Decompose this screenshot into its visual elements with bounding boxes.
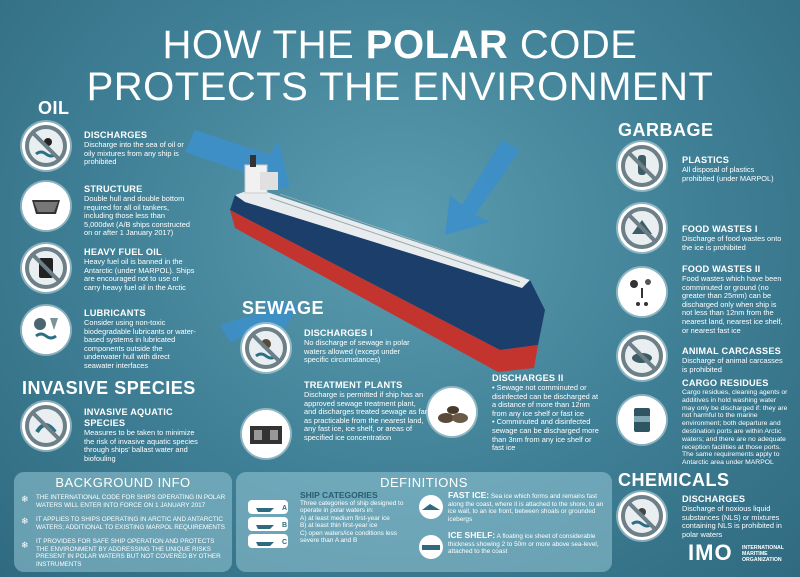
ship-categories-intro: Three categories of ship designed to ope…: [300, 499, 404, 515]
heavy-fuel-oil-title: HEAVY FUEL OIL: [84, 247, 162, 257]
imo-name-line-2: MARITIME: [742, 551, 768, 557]
fast-ice-icon: [419, 495, 443, 519]
sewage-discharges-2-bullet-1: • Sewage not comminuted or disinfected c…: [492, 383, 599, 418]
ship-category-b: B) at least thin first-year ice: [300, 522, 378, 529]
oil-discharge-text: Discharge into the sea of oil or oily mi…: [84, 140, 184, 167]
background-item-2: IT APPLIES TO SHIPS OPERATING IN ARCTIC …: [36, 516, 225, 531]
snowflake-icon: ❄: [21, 516, 29, 526]
ship-categories-icon: A B C: [248, 500, 288, 548]
invasive-species-title: INVASIVE AQUATIC SPECIES: [84, 407, 173, 428]
plastics-text: All disposal of plastics prohibited (und…: [682, 165, 774, 183]
animal-carcasses-text: Discharge of animal carcasses is prohibi…: [682, 356, 783, 374]
treatment-plants-text: Discharge is permitted if ship has an ap…: [304, 390, 428, 442]
definitions-panel: DEFINITIONS A B C SHIP CATEGORIES Three …: [236, 472, 612, 572]
garbage-heading: GARBAGE: [618, 120, 714, 140]
sewage-discharge-prohibited-icon: [242, 324, 290, 372]
sewage-heading: SEWAGE: [242, 298, 325, 318]
food-wastes-2-text: Food wastes which have been comminuted o…: [682, 274, 783, 335]
treatment-plant-icon: [242, 410, 290, 458]
chemicals-heading: CHEMICALS: [618, 470, 730, 490]
structure-text: Double hull and double bottom required f…: [84, 194, 190, 238]
oil-discharge-item: [22, 122, 70, 170]
background-item-1: THE INTERNATIONAL CODE FOR SHIPS OPERATI…: [36, 494, 226, 509]
oil-heading: OIL: [38, 98, 70, 118]
food-wastes-2-title: FOOD WASTES II: [682, 264, 761, 274]
cargo-residue-icon: [618, 396, 666, 444]
background-item-3: IT PROVIDES FOR SAFE SHIP OPERATION AND …: [36, 538, 221, 568]
imo-name-line-3: ORGANIZATION: [742, 557, 782, 563]
sewage-pile-icon: [428, 388, 476, 436]
double-hull-icon: [22, 182, 70, 230]
ice-shelf-icon: [419, 535, 443, 559]
background-info-heading: BACKGROUND INFO: [55, 475, 191, 490]
ship-category-c: C) open waters/ice conditions less sever…: [300, 529, 397, 545]
sewage-discharges-1-title: DISCHARGES I: [304, 328, 373, 338]
snowflake-icon: ❄: [21, 540, 29, 550]
invasive-species-heading: INVASIVE SPECIES: [22, 378, 196, 398]
sewage-discharges-1-text: No discharge of sewage in polar waters a…: [304, 338, 410, 365]
tanker-ship-illustration: [185, 130, 545, 372]
structure-title: STRUCTURE: [84, 184, 143, 194]
animal-carcasses-title: ANIMAL CARCASSES: [682, 346, 781, 356]
ship-categories-title: SHIP CATEGORIES: [300, 490, 378, 500]
fast-ice-text: Sea ice which forms and remains fast alo…: [448, 493, 604, 523]
chemical-discharge-prohibited-icon: [618, 492, 666, 540]
imo-name-line-1: INTERNATIONAL: [742, 545, 784, 551]
oil-discharge-title: DISCHARGES: [84, 130, 148, 140]
invasive-species-text: Measures to be taken to minimize the ris…: [84, 428, 198, 463]
imo-logo: IMO: [688, 540, 733, 565]
category-label-b: B: [282, 522, 287, 529]
ice-shelf-text: A floating ice sheet of considerable thi…: [448, 533, 599, 555]
food-wastes-1-title: FOOD WASTES I: [682, 224, 758, 234]
treatment-plants-title: TREATMENT PLANTS: [304, 380, 403, 390]
category-label-c: C: [282, 539, 287, 546]
invasive-species-prohibited-icon: [22, 402, 70, 450]
cargo-residues-text: Cargo residues, cleaning agents or addit…: [682, 389, 788, 467]
background-info-panel: BACKGROUND INFO THE INTERNATIONAL CODE F…: [14, 472, 232, 572]
plastic-bottle-prohibited-icon: [618, 142, 666, 190]
food-wastes-1-text: Discharge of food wastes onto the ice is…: [682, 234, 782, 252]
definitions-heading: DEFINITIONS: [380, 475, 468, 490]
snowflake-icon: ❄: [21, 494, 29, 504]
comminuted-food-icon: [618, 268, 666, 316]
lubricants-text: Consider using non-toxic biodegradable l…: [84, 318, 196, 370]
lubricants-title: LUBRICANTS: [84, 308, 146, 318]
lubricant-icon: [22, 306, 70, 354]
cargo-residues-title: CARGO RESIDUES: [682, 378, 769, 388]
chemicals-discharges-text: Discharge of noxious liquid substances (…: [682, 504, 782, 539]
chemicals-discharges-title: DISCHARGES: [682, 494, 746, 504]
heavy-fuel-oil-text: Heavy fuel oil is banned in the Antarcti…: [84, 257, 195, 292]
ship-category-a: A) at least medium first-year ice: [300, 514, 390, 522]
sewage-discharges-2-bullet-2: • Comminuted and disinfected sewage can …: [492, 417, 599, 453]
sewage-discharges-2-title: DISCHARGES II: [492, 373, 564, 383]
page-title-line1: HOW THE POLAR CODE: [162, 23, 638, 67]
animal-carcass-prohibited-icon: [618, 332, 666, 380]
oil-barrel-prohibited-icon: [22, 244, 70, 292]
fast-ice-title: FAST ICE:: [448, 490, 490, 500]
plastics-title: PLASTICS: [682, 155, 730, 165]
food-waste-ice-prohibited-icon: [618, 204, 666, 252]
page-title-line2: PROTECTS THE ENVIRONMENT: [86, 65, 714, 109]
ice-shelf-title: ICE SHELF:: [448, 530, 496, 540]
arrow-right-icon: [445, 140, 520, 235]
category-label-a: A: [282, 505, 287, 512]
oil-discharge-prohibited-icon: [22, 122, 70, 170]
